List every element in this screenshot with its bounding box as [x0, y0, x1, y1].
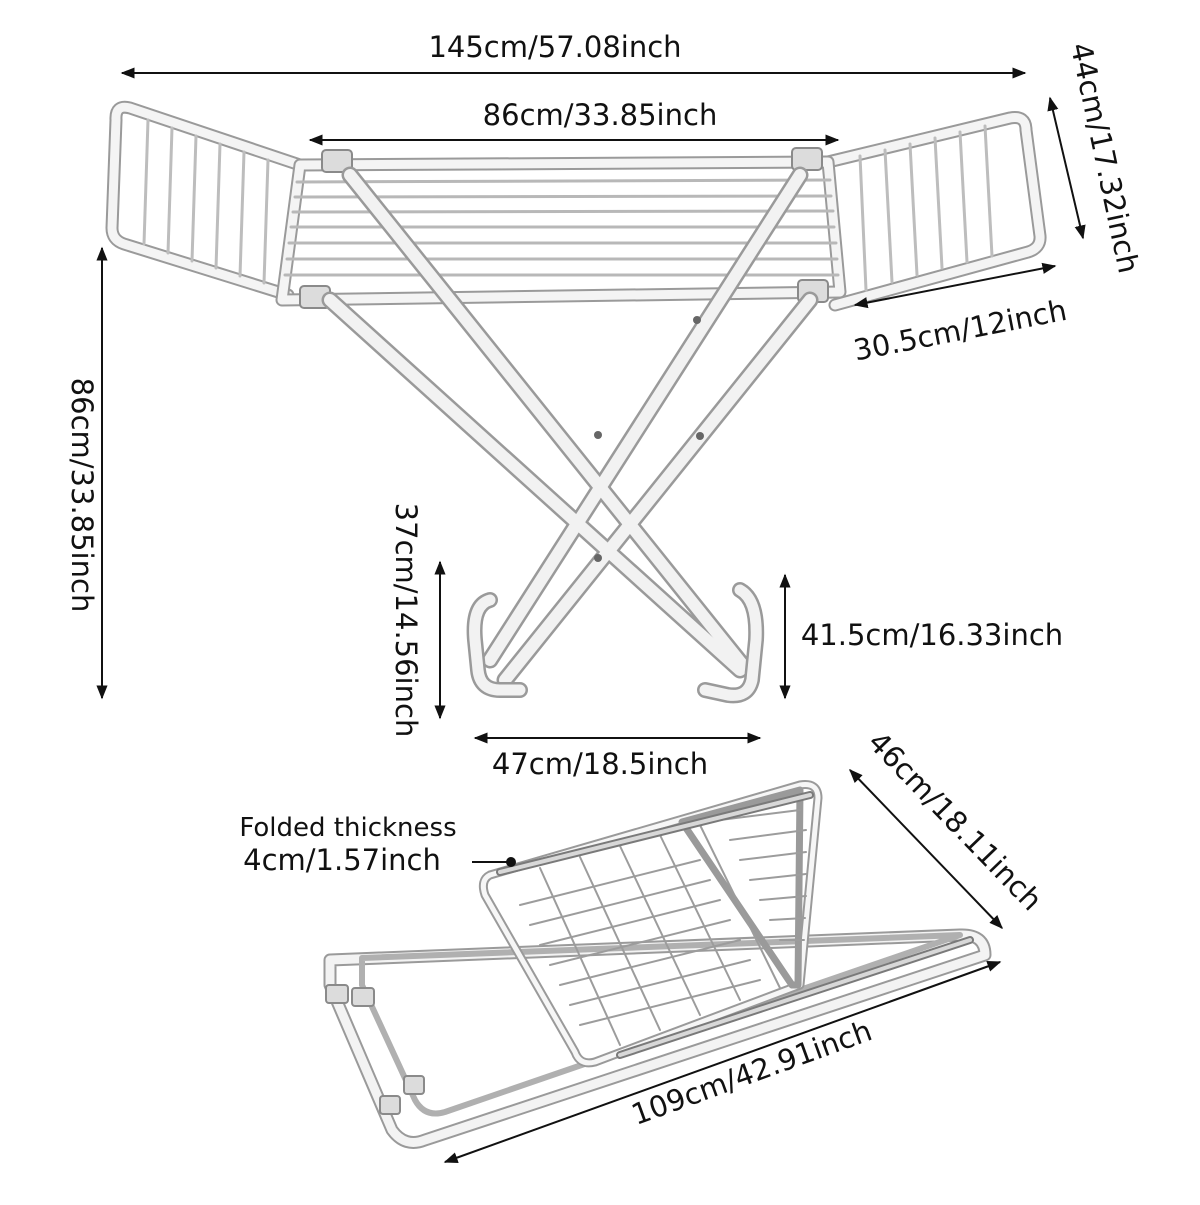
- height-label: 86cm/33.85inch: [65, 378, 99, 613]
- thickness-pointer-dot: [506, 857, 516, 867]
- center-width-label: 86cm/33.85inch: [483, 98, 718, 132]
- total-width-label: 145cm/57.08inch: [428, 30, 681, 64]
- unfolded-rack: [105, 100, 1047, 704]
- left-leg-height-label: 37cm/14.56inch: [389, 503, 423, 738]
- right-leg-height-label: 41.5cm/16.33inch: [801, 618, 1063, 652]
- wing-width-label: 30.5cm/12inch: [851, 293, 1070, 368]
- dimension-lines: [96, 67, 1086, 1163]
- right-wing: [821, 111, 1047, 312]
- left-wing: [105, 100, 307, 302]
- base-width-label: 47cm/18.5inch: [492, 747, 708, 781]
- folded-width-label: 46cm/18.11inch: [861, 725, 1048, 917]
- rack-legs: [321, 166, 819, 704]
- folded-thickness-title: Folded thickness: [239, 813, 456, 843]
- folded-thickness-value: 4cm/1.57inch: [243, 843, 441, 877]
- wing-depth-label: 44cm/17.32inch: [1064, 40, 1146, 277]
